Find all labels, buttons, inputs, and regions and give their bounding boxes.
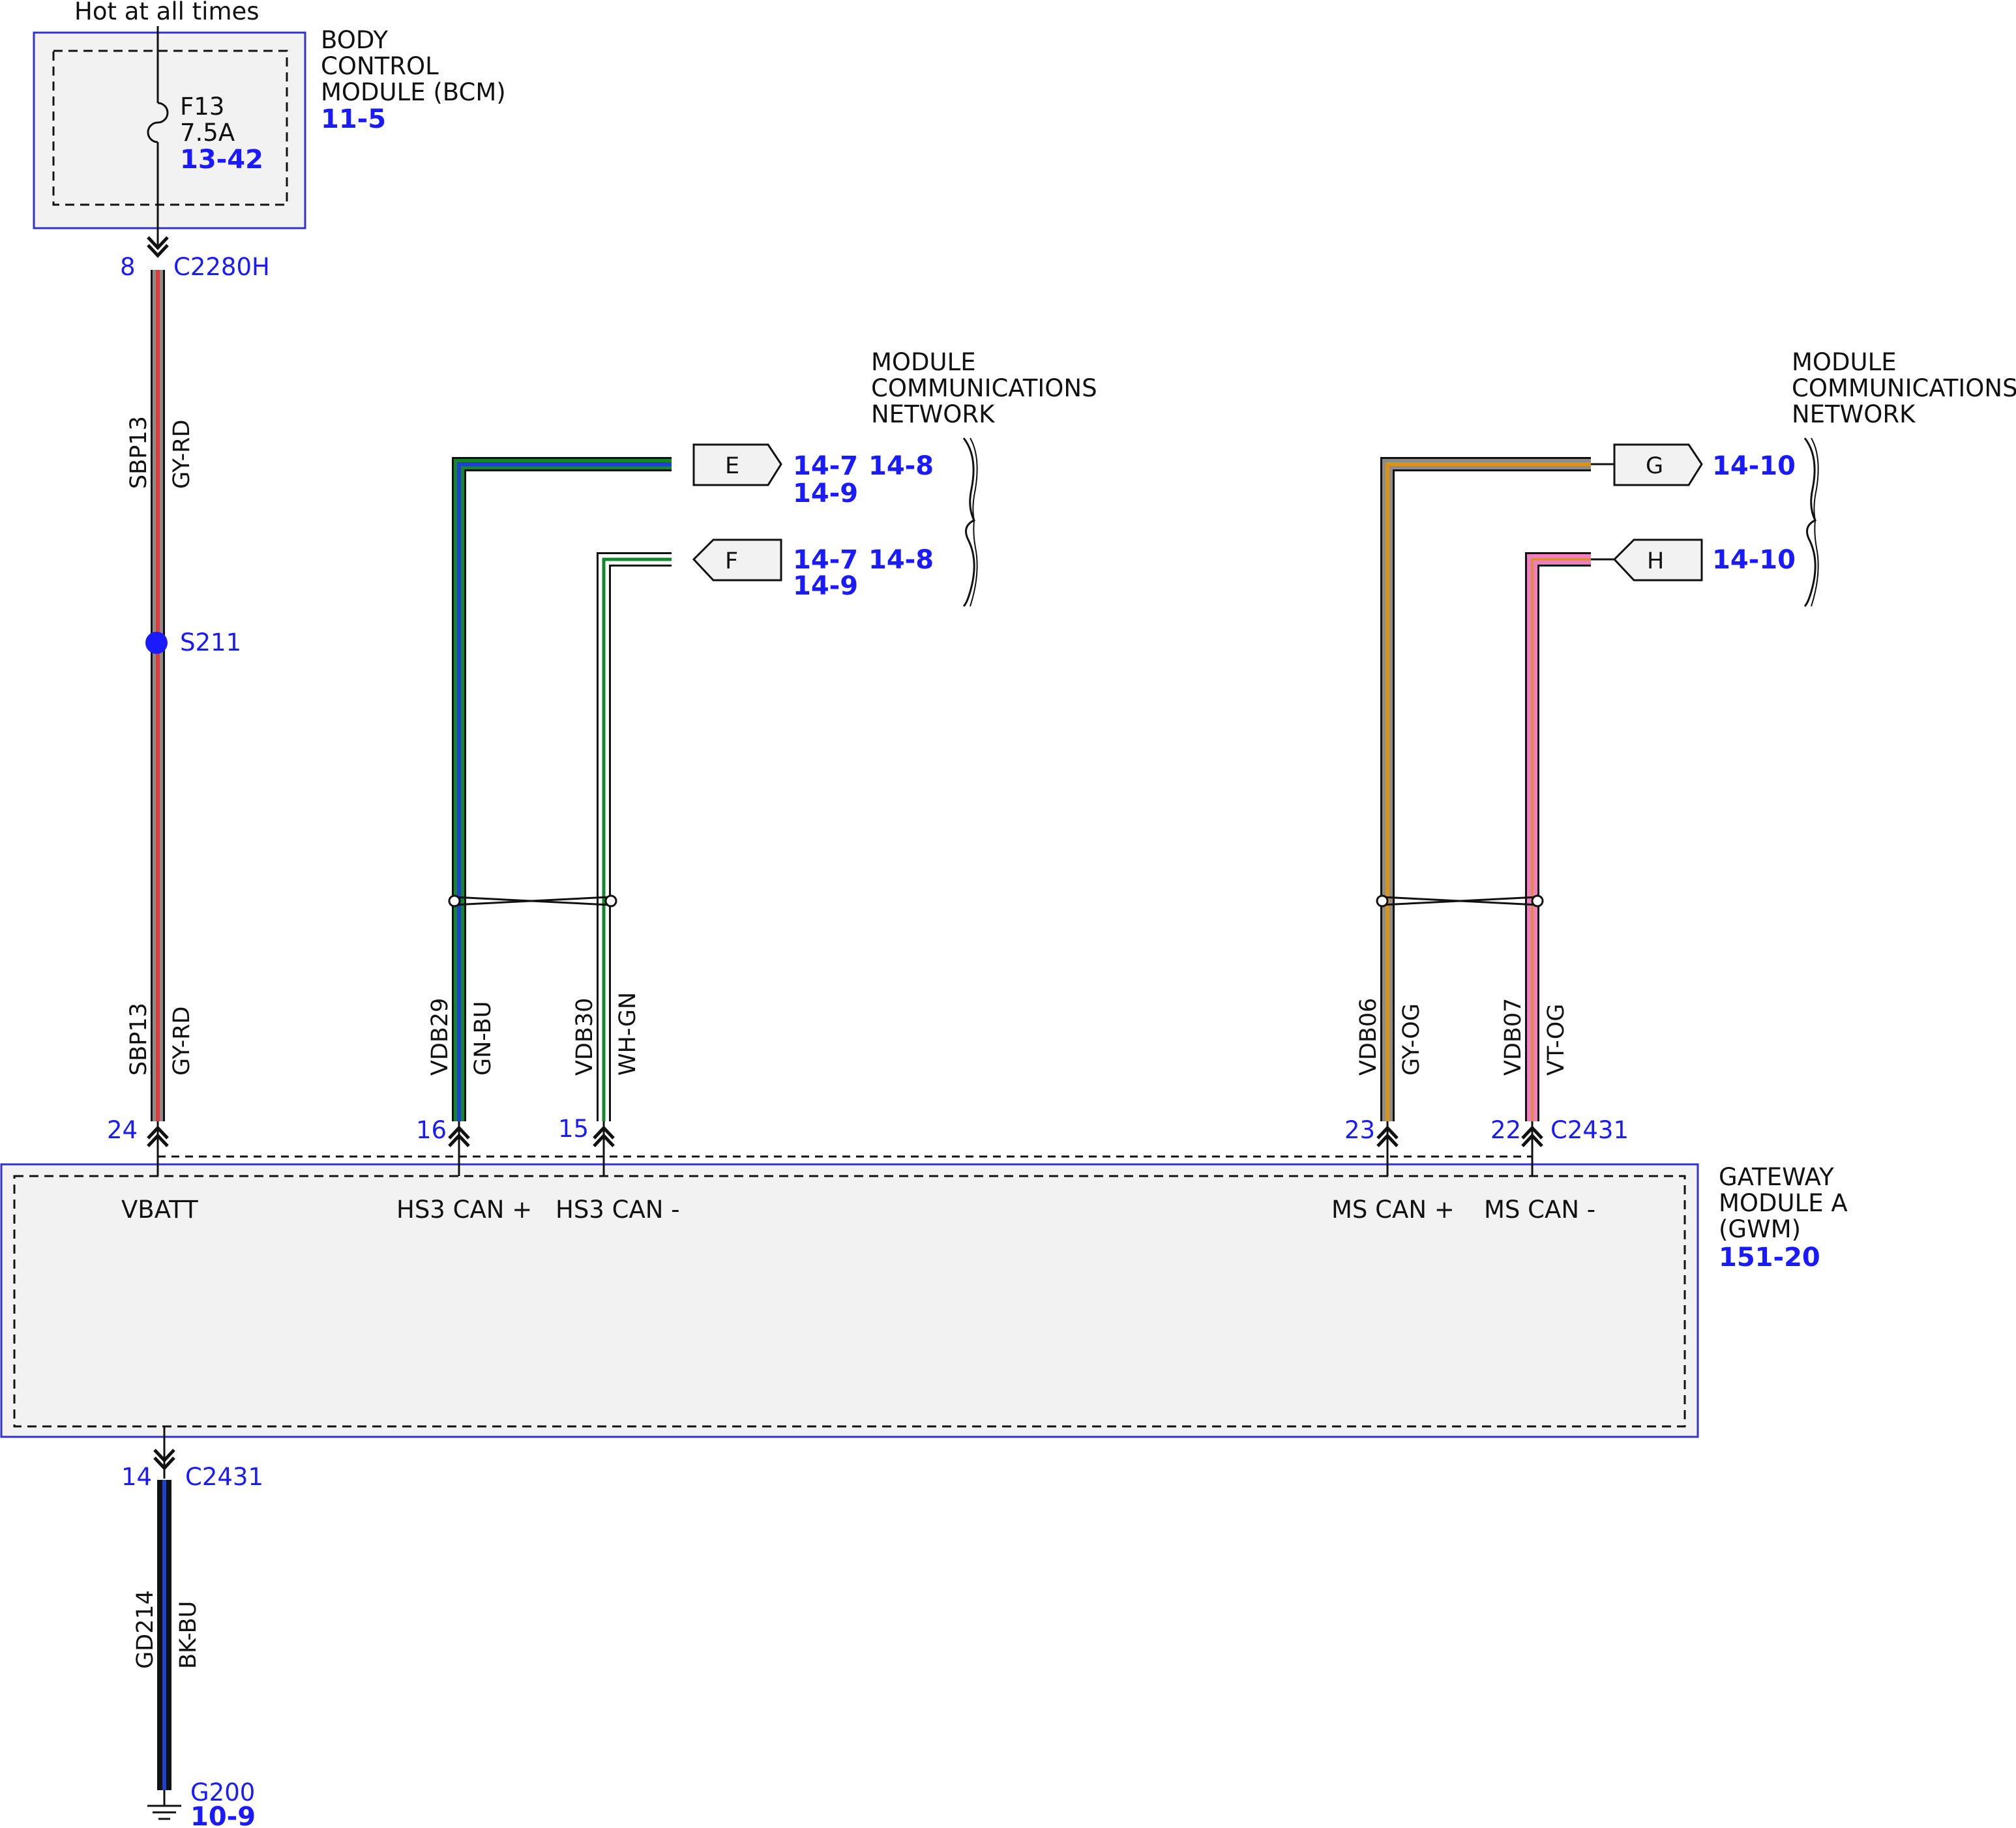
ground-pin-number: 14 xyxy=(121,1463,152,1491)
network-left-title-3: NETWORK xyxy=(871,400,996,428)
connector-letter: G xyxy=(1646,453,1663,479)
connector-ref-link[interactable]: 14-7 xyxy=(793,451,858,481)
brace-icon xyxy=(1803,437,1817,608)
connector-flag-h[interactable] xyxy=(1612,538,1703,582)
brace-icon xyxy=(970,437,978,607)
ground-ref-link[interactable]: 10-9 xyxy=(190,1802,256,1828)
connector-ref-link[interactable]: 14-8 xyxy=(868,451,934,481)
bcm-inner-dashed xyxy=(52,50,288,206)
network-right-title-2: COMMUNICATIONS xyxy=(1792,374,2016,402)
connector-ref-link[interactable]: 14-7 xyxy=(793,545,858,575)
gwm-name-line-3: (GWM) xyxy=(1719,1215,1801,1243)
wire-circuit-label: GD214 xyxy=(132,1590,158,1669)
gwm-pin-hs3-can-minus[interactable] xyxy=(593,1121,615,1176)
wire-color-label: GY-RD xyxy=(169,419,195,489)
connector-flag-g[interactable] xyxy=(1613,443,1703,486)
connector-ref-link[interactable]: 14-10 xyxy=(1712,545,1796,575)
fuse-ref-link[interactable]: 13-42 xyxy=(180,145,263,175)
gwm-pin-ms-can-plus[interactable] xyxy=(1376,1121,1399,1176)
wire-color-label: GY-RD xyxy=(169,1006,195,1076)
fuse-name: F13 xyxy=(180,93,224,121)
connector-letter: H xyxy=(1647,548,1664,574)
network-right-title-1: MODULE xyxy=(1792,348,1897,376)
gwm-ref-link[interactable]: 151-20 xyxy=(1719,1243,1820,1273)
connector-flag-f[interactable] xyxy=(692,538,782,582)
bcm-module[interactable] xyxy=(33,31,306,229)
pin-terminal-icon xyxy=(153,1449,175,1463)
gwm-connector-id: C2431 xyxy=(1550,1116,1629,1144)
bcm-ref-link[interactable]: 11-5 xyxy=(321,104,386,134)
connector-ref-link[interactable]: 14-10 xyxy=(1712,451,1796,481)
gwm-pin-label: MS CAN - xyxy=(1484,1196,1595,1224)
splice-label: S211 xyxy=(180,628,241,656)
gwm-box xyxy=(0,1163,1699,1438)
ground-symbol-icon xyxy=(147,1790,181,1820)
ground-connector-id: C2431 xyxy=(185,1463,263,1491)
pin-terminal-icon xyxy=(153,1456,175,1471)
network-right-title-3: NETWORK xyxy=(1792,400,1916,428)
wire-circuit-label: VDB30 xyxy=(572,998,598,1076)
gwm-pin-number: 22 xyxy=(1490,1116,1521,1144)
brace-icon xyxy=(962,437,976,608)
gwm-name-line-2: MODULE A xyxy=(1719,1189,1848,1217)
bcm-box xyxy=(33,31,306,229)
ground-name: G200 xyxy=(190,1778,255,1806)
power-source-label: Hot at all times xyxy=(74,0,259,25)
connector-flag-e[interactable] xyxy=(692,443,782,486)
gwm-pin-number: 23 xyxy=(1344,1116,1375,1144)
connector-letter: F xyxy=(725,548,738,574)
wire-color-label: GY-OG xyxy=(1399,1003,1425,1076)
twisted-pair-marker-ms xyxy=(1376,894,1544,907)
bcm-pin-number: 8 xyxy=(120,253,136,281)
gwm-pin-hs3-can-plus[interactable] xyxy=(448,1121,470,1176)
wire-vdb30[interactable] xyxy=(597,552,672,1121)
gwm-pin-label: VBATT xyxy=(121,1196,198,1224)
bcm-name-line-2: CONTROL xyxy=(321,52,439,80)
gwm-module[interactable] xyxy=(0,1163,1699,1438)
gwm-pin-label: MS CAN + xyxy=(1331,1196,1455,1224)
gwm-name-line-1: GATEWAY xyxy=(1719,1163,1834,1191)
splice-dot[interactable] xyxy=(145,632,168,654)
wire-circuit-label: VDB07 xyxy=(1500,998,1526,1076)
bcm-name-line-3: MODULE (BCM) xyxy=(321,78,506,106)
fuse-icon xyxy=(147,102,169,143)
wire-vdb07[interactable] xyxy=(1525,552,1591,1121)
connector-ref-link[interactable]: 14-9 xyxy=(793,571,858,601)
gwm-pin-ms-can-minus[interactable] xyxy=(1521,1121,1543,1176)
wire-color-label: WH-GN xyxy=(615,992,641,1076)
bcm-connector-id: C2280H xyxy=(173,253,270,281)
gwm-pin-vbatt[interactable] xyxy=(147,1121,169,1176)
network-left-title-1: MODULE xyxy=(871,348,976,376)
connector-ref-link[interactable]: 14-8 xyxy=(868,545,934,575)
wire-circuit-label: SBP13 xyxy=(126,1003,152,1076)
connector-letter: E xyxy=(725,453,739,479)
network-left-title-2: COMMUNICATIONS xyxy=(871,374,1097,402)
gwm-pin-number: 15 xyxy=(558,1115,589,1143)
gwm-pin-label: HS3 CAN + xyxy=(396,1196,532,1224)
gwm-pin-number: 24 xyxy=(107,1116,138,1144)
pin-terminal-icon xyxy=(147,236,169,250)
wire-color-label: GN-BU xyxy=(470,1001,496,1076)
gwm-pin-label: HS3 CAN - xyxy=(556,1196,680,1224)
wire-color-label: VT-OG xyxy=(1543,1004,1569,1076)
bcm-name-line-1: BODY xyxy=(321,26,388,54)
brace-icon xyxy=(1811,437,1819,607)
twisted-pair-marker-hs3 xyxy=(448,894,617,907)
wire-circuit-label: VDB06 xyxy=(1356,998,1382,1076)
gwm-pin-number: 16 xyxy=(416,1116,447,1144)
connector-ref-link[interactable]: 14-9 xyxy=(793,479,858,509)
pin-terminal-icon xyxy=(147,244,169,258)
wire-circuit-label: VDB29 xyxy=(427,998,453,1076)
wire-color-label: BK-BU xyxy=(175,1601,201,1669)
wire-circuit-label: SBP13 xyxy=(126,416,152,489)
fuse-rating: 7.5A xyxy=(180,119,235,147)
